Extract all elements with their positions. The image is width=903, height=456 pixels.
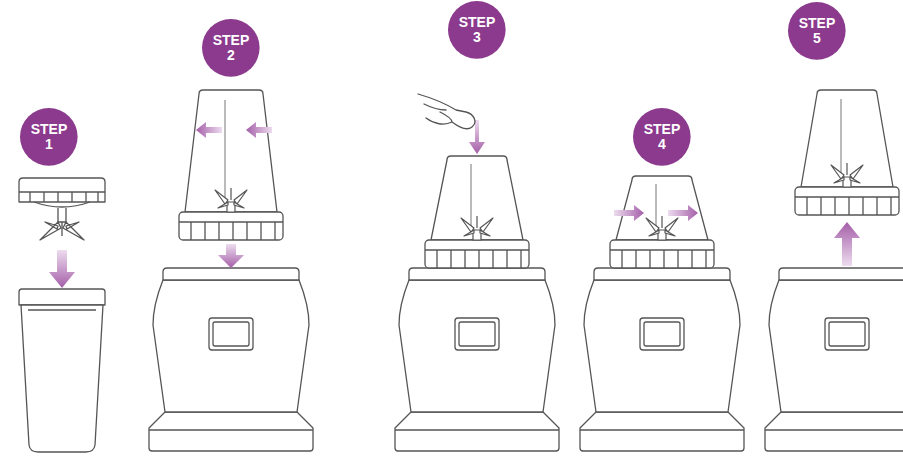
step-label: STEP 5 (797, 16, 837, 45)
badge-circle-fill (788, 2, 846, 60)
badge-text-wrap: STEP 3 (448, 1, 506, 59)
badge-text-wrap: STEP 2 (202, 19, 260, 77)
step-label: STEP 1 (29, 122, 69, 151)
badge-circle-fill (448, 1, 506, 59)
step-badge: STEP 5 (788, 2, 846, 60)
badge-circle-fill (633, 108, 691, 166)
step-label: STEP 2 (211, 33, 251, 62)
badge-circle-fill (202, 19, 260, 77)
badge-circle-fill (20, 108, 78, 166)
badge-text-wrap: STEP 4 (633, 108, 691, 166)
step-badge: STEP 1 (20, 108, 78, 166)
badge-text-wrap: STEP 5 (788, 2, 846, 60)
step-badge: STEP 3 (448, 1, 506, 59)
badge-text-wrap: STEP 1 (20, 108, 78, 166)
step-label: STEP 4 (642, 122, 682, 151)
step-badge: STEP 4 (633, 108, 691, 166)
step-badge: STEP 2 (202, 19, 260, 77)
step-label: STEP 3 (457, 15, 497, 44)
